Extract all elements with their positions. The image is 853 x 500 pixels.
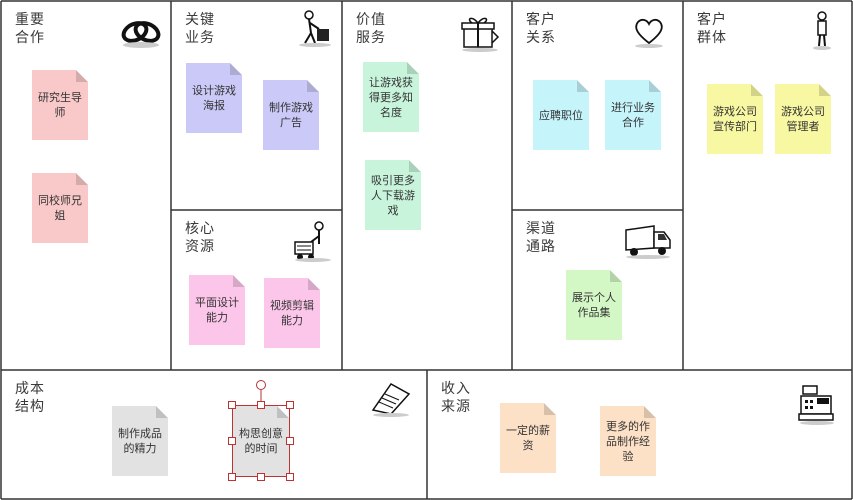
section-title: 渠道 通路 — [526, 221, 556, 255]
person-standing-icon — [813, 11, 831, 50]
selection-frame — [232, 405, 290, 477]
sticky-note-cost[interactable]: 制作成品的精力 — [112, 406, 168, 476]
section-customer-relationships: 客户 关系 — [512, 1, 683, 210]
section-channels: 渠道 通路 — [512, 210, 683, 370]
sticky-note-value[interactable]: 吸引更多人下载游戏 — [365, 160, 421, 230]
sticky-note-activity[interactable]: 设计游戏海报 — [186, 63, 242, 133]
resize-handle-s[interactable] — [257, 473, 265, 481]
section-title: 客户 群体 — [697, 12, 727, 46]
sticky-note-segment[interactable]: 游戏公司宣传部门 — [707, 84, 763, 154]
sticky-note-cost-selected[interactable]: 构思创意的时间 — [233, 406, 289, 476]
section-title: 价值 服务 — [356, 12, 386, 46]
sticky-note-partner[interactable]: 同校师兄姐 — [32, 173, 88, 243]
resize-handle-n[interactable] — [257, 401, 265, 409]
section-cost-structure: 成本 结构 — [1, 370, 427, 499]
receipt-paper-icon — [371, 383, 411, 417]
sticky-note-relationship[interactable]: 应聘职位 — [533, 80, 589, 150]
sticky-note-resource[interactable]: 视频剪辑能力 — [264, 278, 320, 348]
forklift-worker-icon — [294, 221, 331, 262]
sticky-note-value[interactable]: 让游戏获得更多知名度 — [363, 62, 419, 132]
chain-links-icon — [121, 21, 161, 48]
section-title: 核心 资源 — [185, 221, 215, 255]
section-key-activities: 关键 业务 — [171, 1, 342, 210]
delivery-truck-icon — [625, 225, 671, 259]
heart-icon — [635, 18, 663, 48]
resize-handle-ne[interactable] — [286, 401, 294, 409]
resize-handle-w[interactable] — [228, 437, 236, 445]
sticky-note-activity[interactable]: 制作游戏广告 — [263, 80, 319, 150]
section-title: 关键 业务 — [185, 12, 215, 46]
resize-handle-e[interactable] — [286, 437, 294, 445]
resize-handle-se[interactable] — [286, 473, 294, 481]
sticky-note-revenue[interactable]: 一定的薪资 — [500, 403, 556, 473]
resize-handle-nw[interactable] — [228, 401, 236, 409]
section-key-partners: 重要 合作 — [1, 1, 171, 370]
section-title: 收入 来源 — [441, 381, 471, 415]
section-title: 客户 关系 — [526, 12, 556, 46]
section-value-propositions: 价值 服务 — [342, 1, 512, 370]
sticky-note-relationship[interactable]: 进行业务合作 — [605, 80, 661, 150]
sticky-note-revenue[interactable]: 更多的作品制作经验 — [600, 406, 656, 476]
section-title: 重要 合作 — [15, 12, 45, 46]
rotate-handle[interactable] — [256, 380, 266, 390]
sticky-note-partner[interactable]: 研究生导师 — [32, 70, 88, 140]
worker-pushing-cart-icon — [299, 10, 331, 47]
resize-handle-sw[interactable] — [228, 473, 236, 481]
sticky-note-resource[interactable]: 平面设计能力 — [189, 275, 245, 345]
section-title: 成本 结构 — [15, 381, 45, 415]
section-key-resources: 核心 资源 — [171, 210, 342, 370]
gift-box-icon — [461, 17, 500, 52]
section-revenue-streams: 收入 来源 — [427, 370, 852, 499]
cash-register-icon — [798, 385, 834, 425]
sticky-note-channel[interactable]: 展示个人作品集 — [566, 270, 622, 340]
sticky-note-segment[interactable]: 游戏公司管理者 — [775, 84, 831, 154]
section-customer-segments: 客户 群体 — [683, 1, 852, 370]
